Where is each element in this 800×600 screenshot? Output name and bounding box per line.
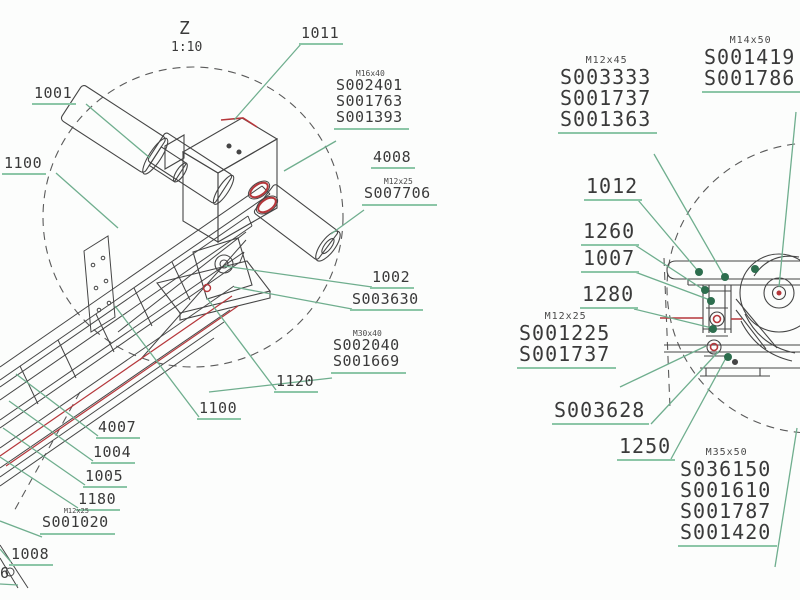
callout-1006-partial: 6 xyxy=(0,564,10,582)
callout-1280: 1280 xyxy=(580,282,639,309)
callout-s001020: M12x25 S001020 xyxy=(40,507,115,536)
callout-1120: 1120 xyxy=(274,372,319,393)
callout-1012: 1012 xyxy=(584,174,643,201)
callout-1002: 1002 xyxy=(370,268,415,289)
callout-1100-bottom: 1100 xyxy=(197,399,242,420)
view-scale: 1:10 xyxy=(171,41,202,55)
callout-1001: 1001 xyxy=(32,84,77,105)
callout-s007706: M12x25 S007706 xyxy=(362,177,437,207)
callout-4008: 4008 xyxy=(371,148,416,169)
callout-4007: 4007 xyxy=(96,418,141,439)
bolt-group-caption: M16x40 xyxy=(355,69,385,78)
m12x45-caption: M12x45 xyxy=(585,55,628,66)
leader-lines-right xyxy=(619,111,798,568)
s007706-caption: M12x25 xyxy=(383,177,413,186)
left-assembly-housing xyxy=(164,117,279,243)
callout-1260: 1260 xyxy=(581,219,640,246)
callout-1008: 1008 xyxy=(9,545,54,566)
leader-lines-left xyxy=(0,43,373,586)
callout-1004: 1004 xyxy=(91,443,136,464)
callout-bolt-group: M16x40 S002401 S001763 S001393 xyxy=(334,69,409,130)
callout-m35x50-group: M35x50 S036150 S001610 S001787 S001420 xyxy=(678,447,778,547)
callout-1011: 1011 xyxy=(299,24,344,45)
callout-1005: 1005 xyxy=(83,467,128,488)
view-scale-text: 1:10 xyxy=(171,40,203,55)
left-assembly-bracket xyxy=(156,237,271,321)
m35x50-caption: M35x50 xyxy=(705,447,748,458)
callout-1100-top: 1100 xyxy=(2,154,47,175)
callout-1250: 1250 xyxy=(617,434,676,461)
m14x50-caption: M14x50 xyxy=(729,35,772,46)
view-letter-text: Z xyxy=(179,18,190,39)
pin-group-caption: M30x40 xyxy=(352,329,382,338)
callout-m14x50-group: M14x50 S001419 S001786 xyxy=(702,35,800,93)
view-letter: Z xyxy=(179,18,190,39)
callout-s003628: S003628 xyxy=(552,398,650,425)
s001020-caption: M12x25 xyxy=(63,507,89,515)
callout-pin-group: M30x40 S002040 S001669 xyxy=(331,329,406,374)
left-assembly-pin xyxy=(247,180,341,262)
callout-s003630: S003630 xyxy=(350,290,423,311)
callout-1180: 1180 xyxy=(76,490,121,511)
callout-m12x45-group: M12x45 S003333 S001737 S001363 xyxy=(558,55,658,134)
left-assembly-cylinder xyxy=(60,85,235,205)
callout-m12x25-group: M12x25 S001225 S001737 xyxy=(517,311,617,369)
detail-boundary-right xyxy=(663,142,800,434)
left-red-accents xyxy=(0,117,277,467)
m12x25-caption: M12x25 xyxy=(544,311,587,322)
leader-dots xyxy=(695,265,759,361)
detail-boundary-left xyxy=(12,66,344,514)
callout-1007: 1007 xyxy=(581,246,640,273)
right-red-accents xyxy=(660,290,782,352)
